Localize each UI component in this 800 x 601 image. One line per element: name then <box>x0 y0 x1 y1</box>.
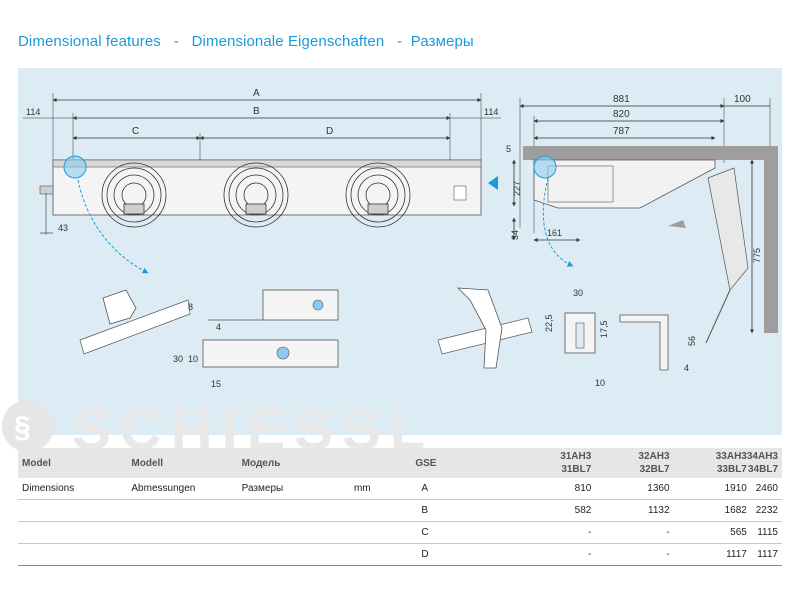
header-gse: GSE <box>415 448 503 478</box>
row-value: 1910 <box>724 483 747 494</box>
row-key: A <box>421 483 428 494</box>
row-label-de: Abmessungen <box>131 483 196 494</box>
row-value: 565 <box>730 527 747 538</box>
detail-right: 30 22,5 17,5 10 56 4 <box>437 287 697 388</box>
dim-B: B <box>253 106 260 117</box>
row-value: 582 <box>574 505 592 516</box>
table-row: B 582 1132 1682 2232 <box>18 500 782 522</box>
dim-D: D <box>326 126 333 137</box>
dim-right-114: 114 <box>484 107 498 117</box>
header-model-en: Model <box>18 448 132 478</box>
detail-left: 8 4 30 10 15 <box>79 289 339 389</box>
detail-right-56: 56 <box>687 336 697 346</box>
dim-C: C <box>132 126 139 137</box>
row-value: 1132 <box>648 505 670 516</box>
row-key: B <box>421 505 428 516</box>
svg-text:§: § <box>14 411 31 444</box>
page-heading: Dimensional features - Dimensionale Eige… <box>18 33 474 50</box>
dim-left-114: 114 <box>26 107 40 117</box>
detail-right-22-5: 22,5 <box>544 314 554 332</box>
header-model-de: Modell <box>131 448 242 478</box>
dim-100: 100 <box>734 94 751 105</box>
technical-drawing: A B 114 114 C D <box>18 68 782 435</box>
side-view: 881 100 820 787 5 227 <box>506 94 778 344</box>
row-value: 1117 <box>726 549 747 560</box>
detail-right-10: 10 <box>595 378 605 388</box>
row-label-ru: Размеры <box>241 483 284 494</box>
row-value: 1682 <box>724 505 747 516</box>
row-value: - <box>666 527 670 538</box>
detail-left-10: 10 <box>188 354 198 364</box>
dim-881: 881 <box>613 94 630 105</box>
detail-left-8: 8 <box>188 302 193 312</box>
table-row: Dimensions Abmessungen Размеры mm A 810 … <box>18 478 782 500</box>
detail-left-4: 4 <box>216 322 221 332</box>
row-key: D <box>421 549 429 560</box>
table-row: C - - 565 1115 <box>18 522 782 544</box>
table-row: D - - 1117 1117 <box>18 544 782 566</box>
row-value: 810 <box>574 483 592 494</box>
header-model-ru: Модель <box>241 448 354 478</box>
detail-right-17-5: 17,5 <box>599 320 609 338</box>
row-key: C <box>421 527 429 538</box>
dim-5: 5 <box>506 144 511 154</box>
row-value: 2232 <box>755 505 778 516</box>
detail-left-15: 15 <box>211 379 221 389</box>
row-value: - <box>587 527 592 538</box>
dim-161: 161 <box>547 228 562 238</box>
row-unit: mm <box>353 483 371 494</box>
front-view: A B 114 114 C D <box>23 88 501 274</box>
detail-right-30: 30 <box>573 288 583 298</box>
row-value: - <box>587 549 592 560</box>
dim-34: 34 <box>510 230 520 240</box>
row-value: 1360 <box>647 483 670 494</box>
row-value: - <box>666 549 670 560</box>
dim-775: 775 <box>752 248 762 263</box>
detail-right-4: 4 <box>684 363 689 373</box>
dim-820: 820 <box>613 109 630 120</box>
dim-787: 787 <box>613 126 630 137</box>
row-value: 1115 <box>757 527 778 538</box>
row-label-en: Dimensions <box>22 483 75 494</box>
dim-227: 227 <box>512 181 522 196</box>
detail-left-30: 30 <box>173 354 183 364</box>
row-value: 2460 <box>755 483 778 494</box>
dim-A: A <box>253 88 260 99</box>
row-value: 1117 <box>757 549 778 560</box>
dim-43: 43 <box>58 223 68 233</box>
